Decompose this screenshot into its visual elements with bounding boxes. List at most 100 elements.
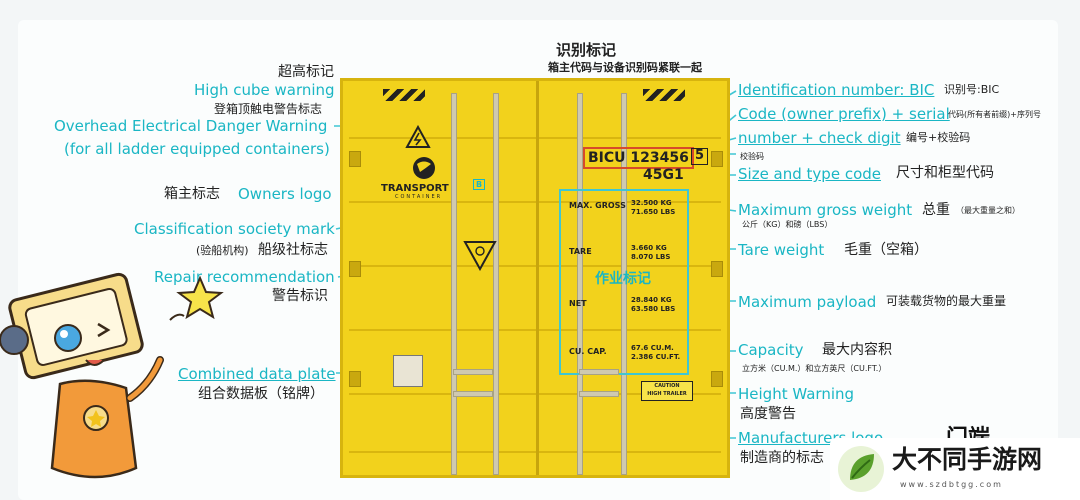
door-hinge (349, 371, 361, 387)
check-digit-cn: 校验码 (740, 152, 764, 161)
cu-ft: 2.386 CU.FT. (631, 353, 681, 361)
high-cube-en: High cube warning (194, 81, 335, 99)
work-mark-label: 作业标记 (595, 271, 651, 287)
locking-bar (493, 93, 499, 475)
mascot-illustration (0, 272, 224, 479)
class-mark-cn: 船级社标志 (258, 242, 328, 258)
mascot-eye (54, 324, 82, 352)
check-digit: 5 (691, 148, 709, 165)
door-handle (579, 369, 619, 375)
overhead-warning-note: (for all ladder equipped containers) (64, 140, 330, 158)
max-gross-label: MAX. GROSS (569, 201, 626, 210)
star-icon (176, 275, 224, 320)
data-plate-cn: 组合数据板（铭牌） (198, 386, 324, 402)
id-number-cn: 识别号:BIC (944, 83, 1000, 96)
hazard-stripe-right (643, 89, 685, 101)
owner-code: BICU (588, 150, 626, 166)
door-rib (349, 329, 721, 331)
brand-watermark: 大不同手游网 www.szdbtgg.com (830, 438, 1080, 500)
class-mark-cn-note: (验船机构) (196, 244, 249, 257)
data-plate-en: Combined data plate (178, 365, 336, 383)
cu-m: 67.6 CU.M. (631, 344, 674, 352)
size-type-cn: 尺寸和柜型代码 (896, 165, 994, 181)
hazard-stripe-left (383, 89, 425, 101)
manufacturer-logo-cn: 制造商的标志 (740, 450, 824, 466)
id-mark-subtitle: 箱主代码与设备识别码紧联一起 (548, 61, 702, 74)
capacity-en: Capacity (738, 341, 804, 359)
door-center-gap (536, 81, 539, 475)
combined-data-plate (393, 355, 423, 387)
door-rib (349, 137, 721, 139)
tare-label: TARE (569, 247, 592, 256)
height-warning-cn: 高度警告 (740, 406, 796, 422)
height-warning-en: Height Warning (738, 385, 855, 403)
capacity-units: 立方米（CU.M.）和立方英尺（CU.FT.） (742, 364, 887, 373)
max-gross-lbs: 71.650 LBS (631, 208, 676, 216)
owners-logo-cn: 箱主标志 (164, 186, 220, 202)
net-lbs: 63.580 LBS (631, 305, 676, 313)
locking-bar (577, 93, 583, 475)
leaf-logo-icon (838, 446, 884, 492)
net-label: NET (569, 299, 587, 308)
overhead-warning-en: Overhead Electrical Danger Warning (54, 117, 328, 135)
number-check-en: number + check digit (738, 129, 901, 147)
caution-text: CAUTION (654, 383, 680, 389)
brand-url: www.szdbtgg.com (900, 480, 1003, 489)
electrical-warning-icon (405, 125, 431, 148)
tare-cn: 毛重（空箱） (844, 242, 928, 258)
warning-triangle-icon (463, 241, 497, 271)
door-rib (349, 393, 721, 395)
max-gross-kg: 32.500 KG (631, 199, 672, 207)
size-type-en: Size and type code (738, 165, 881, 183)
tare-en: Tare weight (738, 241, 825, 259)
owners-logo-en: Owners logo (238, 185, 332, 203)
motion-line (169, 313, 185, 321)
operational-marking-box: MAX. GROSS 32.500 KG 71.650 LBS TARE 3.6… (559, 189, 689, 375)
size-type-code: 45G1 (643, 167, 684, 183)
door-rib (349, 201, 721, 203)
height-warning-plate: CAUTION HIGH TRAILER (641, 381, 693, 401)
mascot-arm-fill (127, 357, 163, 401)
net-kg: 28.840 KG (631, 296, 672, 304)
door-hinge (711, 371, 723, 387)
owners-logo: TRANSPORT CONTAINER (381, 155, 467, 207)
number-check-cn: 编号+校验码 (906, 131, 971, 144)
door-handle (453, 369, 493, 375)
logo-subtext: CONTAINER (395, 194, 443, 200)
max-gross-cn: 总重 (922, 202, 950, 218)
door-handle (453, 391, 493, 397)
repair-cn: 警告标识 (272, 288, 328, 304)
door-hinge (349, 151, 361, 167)
mascot-eye-shine (60, 330, 68, 338)
mascot-headphone (0, 325, 29, 355)
max-gross-units: 公斤（KG）和磅（LBS） (742, 220, 833, 229)
locking-bar (451, 93, 457, 475)
classification-mark: B (473, 179, 486, 191)
door-hinge (711, 151, 723, 167)
serial-number: 123456 (630, 150, 689, 166)
class-mark-en: Classification society mark (134, 220, 335, 238)
high-trailer-text: HIGH TRAILER (647, 391, 687, 397)
container-door: TRANSPORT CONTAINER B BICU 123456 5 45G1… (340, 78, 730, 478)
logo-text: TRANSPORT (381, 183, 449, 194)
door-rib (349, 265, 721, 267)
id-mark-title: 识别标记 (556, 41, 617, 59)
door-hinge (349, 261, 361, 277)
mascot-wink (97, 322, 111, 338)
tare-lbs: 8.070 LBS (631, 253, 671, 261)
roof-warning-cn: 登箱顶触电警告标志 (214, 102, 323, 116)
payload-cn: 可装载货物的最大重量 (886, 294, 1007, 308)
mascot-mouth (85, 359, 105, 366)
door-rib (349, 451, 721, 453)
globe-icon (413, 157, 435, 179)
owner-code-box: BICU 123456 (583, 147, 694, 169)
brand-name: 大不同手游网 (892, 445, 1043, 474)
code-serial-cn: 代码(所有者前缀)+序列号 (948, 110, 1041, 119)
max-gross-note: （最大重量之和） (956, 206, 1020, 215)
id-number-en: Identification number: BIC (738, 81, 935, 99)
locking-bar (621, 93, 627, 475)
payload-en: Maximum payload (738, 293, 877, 311)
capacity-cn: 最大内容积 (822, 342, 892, 358)
cu-cap-label: CU. CAP. (569, 347, 607, 356)
high-cube-cn: 超高标记 (278, 64, 334, 80)
